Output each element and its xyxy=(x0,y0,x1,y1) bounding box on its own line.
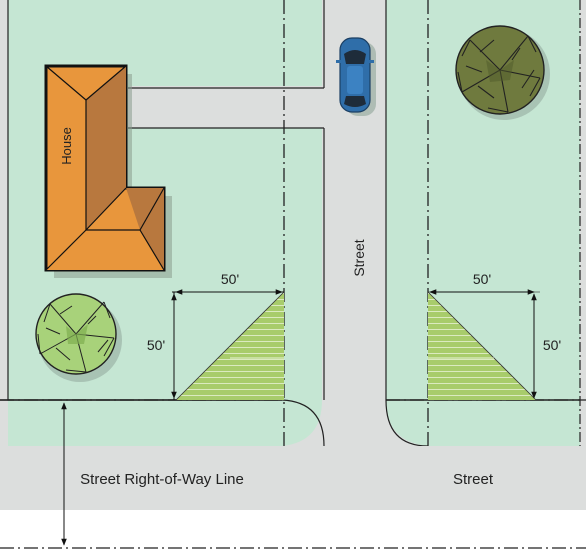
left-sight-triangle xyxy=(175,291,285,401)
right-triangle-height-label: 50' xyxy=(543,337,561,353)
house: House xyxy=(44,64,172,278)
left-triangle-height-label: 50' xyxy=(147,337,165,353)
right-sight-triangle xyxy=(427,291,537,401)
tree-icon xyxy=(455,25,550,120)
left-triangle-width-label: 50' xyxy=(221,271,239,287)
street-vertical-label: Street xyxy=(351,239,367,276)
right-triangle-width-label: 50' xyxy=(473,271,491,287)
car-icon xyxy=(336,37,376,116)
street-horizontal-label: Street xyxy=(453,471,494,488)
left-curb xyxy=(7,0,325,447)
driveway xyxy=(128,88,324,128)
street-horizontal-band xyxy=(0,446,586,510)
tree-icon xyxy=(35,293,122,382)
right-of-way-label: Street Right-of-Way Line xyxy=(80,471,244,488)
house-label: House xyxy=(59,127,74,165)
